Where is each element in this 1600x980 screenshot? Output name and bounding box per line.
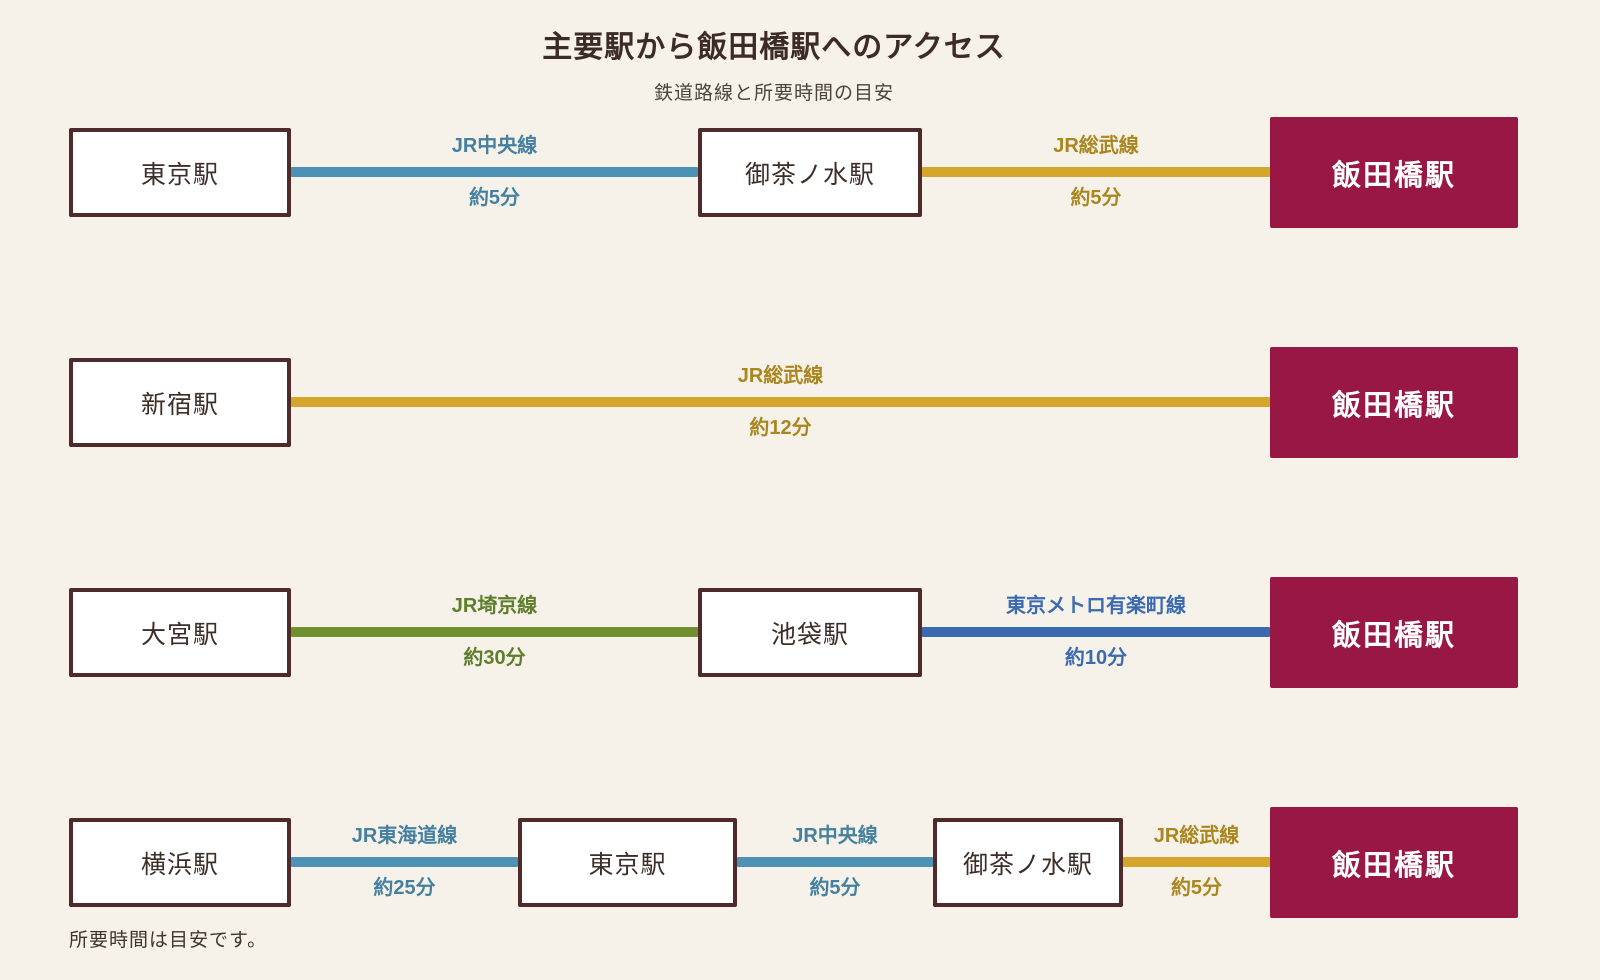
route-line <box>922 167 1270 177</box>
route-leg-tokaido: JR東海道線 約25分 <box>291 823 518 901</box>
line-name-label: JR総武線 <box>1153 825 1240 847</box>
travel-time-label: 約10分 <box>1064 647 1128 669</box>
station-box-ochanomizu: 御茶ノ水駅 <box>698 128 922 217</box>
travel-time-label: 約30分 <box>463 647 526 669</box>
station-box-tokyo: 東京駅 <box>69 128 291 217</box>
page-title: 主要駅から飯田橋駅へのアクセス <box>542 31 1006 64</box>
route-leg-chuo: JR中央線 約5分 <box>291 133 698 211</box>
route-line <box>291 857 518 867</box>
station-box-yokohama: 横浜駅 <box>69 818 291 907</box>
line-name-label: JR中央線 <box>451 135 538 157</box>
page-subtitle: 鉄道路線と所要時間の目安 <box>653 83 894 104</box>
route-leg-yurakucho: 東京メトロ有楽町線 約10分 <box>922 593 1270 671</box>
diagram-header: 主要駅から飯田橋駅へのアクセス 鉄道路線と所要時間の目安 <box>0 22 1548 105</box>
line-name-label: JR中央線 <box>792 825 878 847</box>
travel-time-label: 約5分 <box>1170 877 1223 899</box>
footnote: 所要時間は目安です。 <box>69 930 268 951</box>
travel-time-label: 約12分 <box>749 417 812 439</box>
route-leg-chuo: JR中央線 約5分 <box>737 823 933 901</box>
route-line <box>291 397 1270 407</box>
destination-box-iidabashi: 飯田橋駅 <box>1270 347 1518 458</box>
route-leg-saikyo: JR埼京線 約30分 <box>291 593 698 671</box>
route-line <box>291 167 698 177</box>
route-line <box>737 857 933 867</box>
station-box-shinjuku: 新宿駅 <box>69 358 291 447</box>
destination-box-iidabashi: 飯田橋駅 <box>1270 117 1518 228</box>
travel-time-label: 約5分 <box>468 187 521 209</box>
route-leg-sobu: JR総武線 約5分 <box>1123 823 1270 901</box>
destination-box-iidabashi: 飯田橋駅 <box>1270 807 1518 918</box>
route-line <box>1123 857 1270 867</box>
station-box-omiya: 大宮駅 <box>69 588 291 677</box>
route-line <box>291 627 698 637</box>
line-name-label: JR東海道線 <box>351 825 458 847</box>
route-leg-sobu: JR総武線 約5分 <box>922 133 1270 211</box>
station-box-ikebukuro: 池袋駅 <box>698 588 922 677</box>
station-box-tokyo: 東京駅 <box>518 818 737 907</box>
route-leg-sobu: JR総武線 約12分 <box>291 363 1270 441</box>
route-line <box>922 627 1270 637</box>
travel-time-label: 約25分 <box>373 877 436 899</box>
station-box-ochanomizu: 御茶ノ水駅 <box>933 818 1123 907</box>
destination-box-iidabashi: 飯田橋駅 <box>1270 577 1518 688</box>
line-name-label: JR総武線 <box>737 365 824 387</box>
line-name-label: JR埼京線 <box>451 595 538 617</box>
line-name-label: 東京メトロ有楽町線 <box>1006 595 1186 617</box>
travel-time-label: 約5分 <box>1070 187 1122 209</box>
travel-time-label: 約5分 <box>809 877 861 899</box>
line-name-label: JR総武線 <box>1053 135 1139 157</box>
